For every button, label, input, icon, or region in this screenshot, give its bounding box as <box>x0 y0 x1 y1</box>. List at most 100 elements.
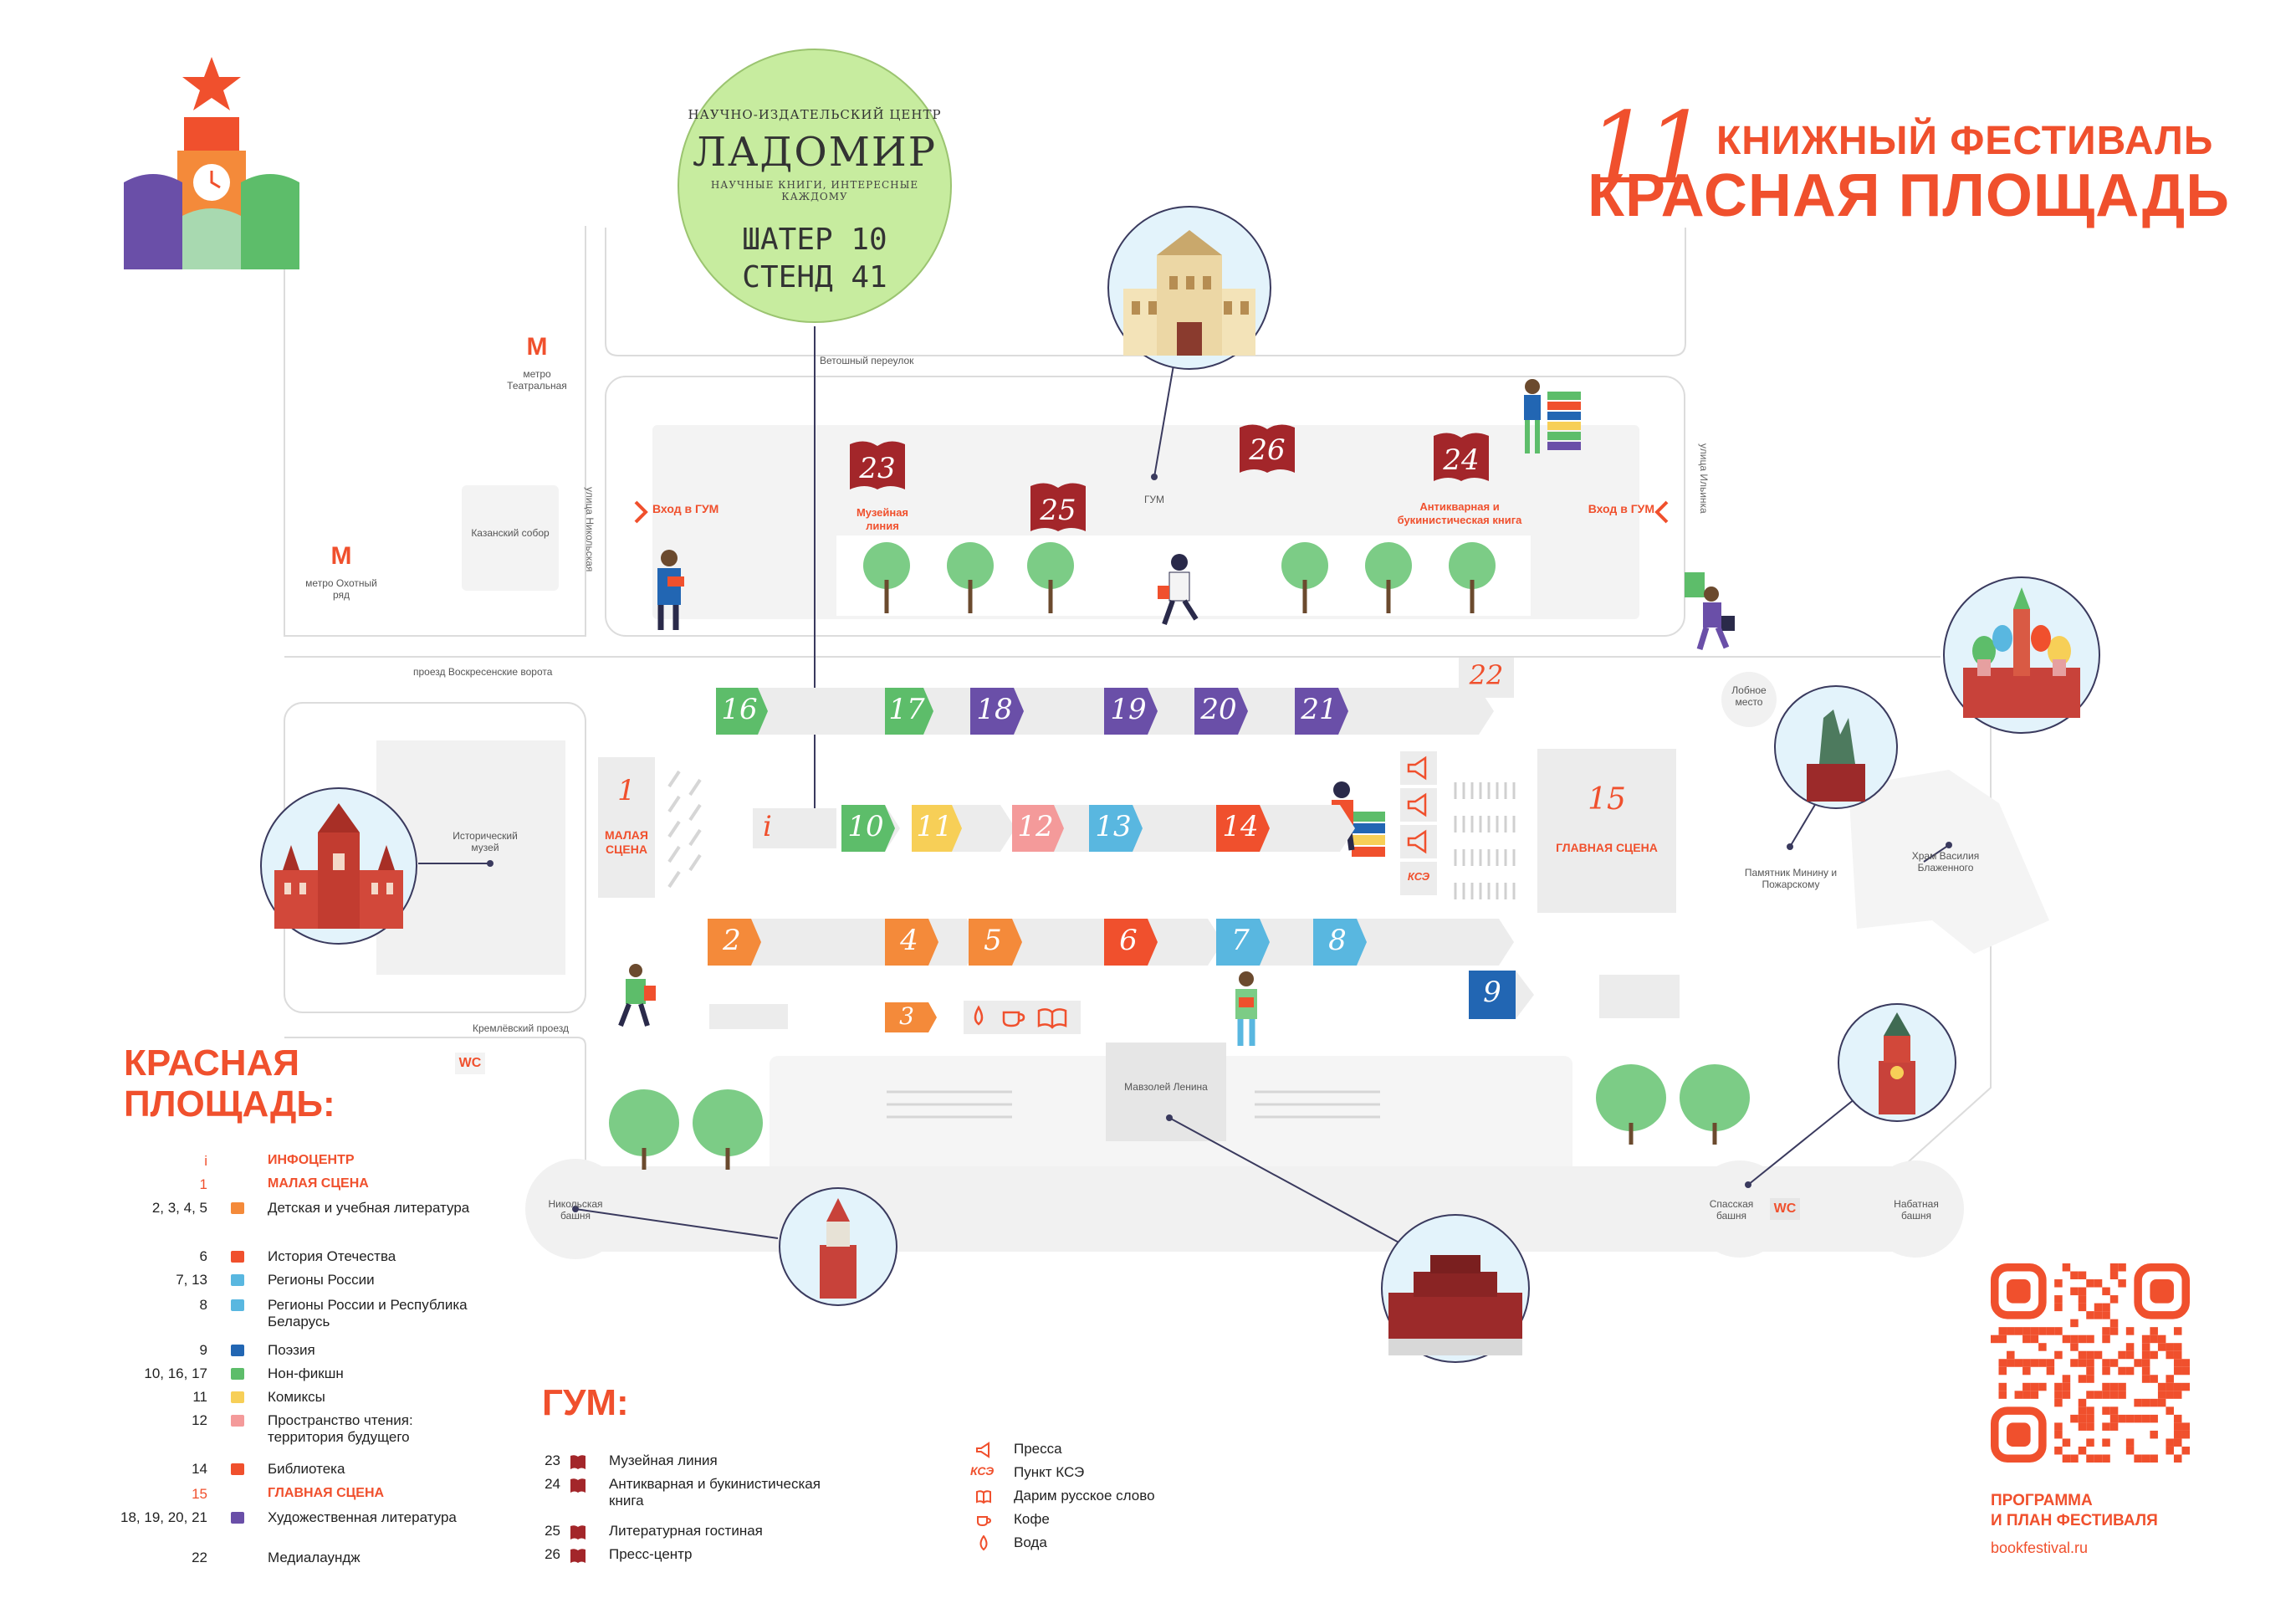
press-icons-column <box>1400 751 1437 895</box>
gum-legend-title: ГУМ: <box>542 1382 629 1423</box>
legend-swatch <box>231 1299 244 1311</box>
tent-4[interactable]: 4 <box>900 924 918 957</box>
service-text: Пресса <box>1014 1441 1062 1457</box>
legend-number: 12 <box>192 1412 207 1428</box>
seats-left <box>887 1090 1380 1119</box>
main-stage-number: 15 <box>1588 782 1626 817</box>
legend-title: КРАСНАЯ ПЛОЩАДЬ: <box>124 1043 335 1125</box>
walker-figure <box>1685 572 1735 651</box>
legend-swatch <box>231 1251 244 1263</box>
child-figure <box>618 964 656 1027</box>
book-icon <box>1037 1008 1067 1029</box>
label-entry-gum-left: Вход в ГУМ <box>652 502 719 515</box>
tent-strip <box>1295 688 1494 735</box>
label-vetoshny: Ветошный переулок <box>820 355 914 366</box>
gum-legend-number: 23 <box>545 1452 560 1468</box>
tent-2[interactable]: 2 <box>723 924 741 957</box>
sign-stand: СТЕНД 41 <box>742 260 887 295</box>
service-icons-row <box>964 1001 1081 1034</box>
tent-strip <box>708 919 910 966</box>
callout-line-nikolskaya <box>575 1208 779 1239</box>
tent-12[interactable]: 12 <box>1017 810 1054 843</box>
tent-10[interactable]: 10 <box>847 810 884 843</box>
wc-badge-left: WC <box>455 1053 485 1074</box>
tent-6[interactable]: 6 <box>1119 924 1138 957</box>
legend-swatch <box>231 1274 244 1286</box>
callout-line-mausoleum <box>1168 1117 1423 1256</box>
legend-text: Регионы России <box>268 1272 375 1288</box>
nikolskaya-tower-illustration <box>779 1187 897 1306</box>
trees-left <box>609 1089 763 1170</box>
label-voskr: проезд Воскресенские ворота <box>413 666 553 678</box>
service-text: Дарим русское слово <box>1014 1488 1155 1504</box>
tent-20[interactable]: 20 <box>1200 693 1237 726</box>
minin-monument-illustration <box>1774 685 1898 809</box>
label-kazan: Казанский собор <box>471 527 550 539</box>
label-ilyinka-street: улица Ильинка <box>1698 443 1710 514</box>
spasskaya-tower-illustration <box>1838 1003 1956 1122</box>
tent-strip <box>1194 688 1313 735</box>
tent-3[interactable]: 3 <box>899 1002 914 1030</box>
tent-9-strip <box>1469 971 1534 1019</box>
legend-text: Комиксы <box>268 1389 325 1405</box>
qr-code[interactable] <box>1991 1263 2190 1463</box>
tent-13[interactable]: 13 <box>1095 810 1132 843</box>
tent-8[interactable]: 8 <box>1328 924 1347 957</box>
vasily-area <box>1849 770 2049 954</box>
gum-trees <box>863 542 1496 613</box>
qr-caption: ПРОГРАММА И ПЛАН ФЕСТИВАЛЯ <box>1991 1491 2158 1531</box>
tent-11[interactable]: 11 <box>916 810 953 843</box>
label-small-stage: МАЛАЯ СЦЕНА <box>605 828 648 856</box>
sign-tent: ШАТЕР 10 <box>742 223 887 257</box>
reader-figure <box>657 550 684 630</box>
legend-number: 22 <box>192 1550 207 1565</box>
tent-19[interactable]: 19 <box>1110 693 1147 726</box>
legend-number: 9 <box>199 1342 207 1358</box>
legend-text: Поэзия <box>268 1342 315 1358</box>
tent-25[interactable]: 25 <box>1040 494 1076 527</box>
tent-24[interactable]: 24 <box>1443 443 1480 477</box>
info-center-bg <box>753 808 836 848</box>
tent-5[interactable]: 5 <box>984 924 1002 957</box>
tent-18[interactable]: 18 <box>976 693 1013 726</box>
legend-number: 11 <box>192 1389 207 1405</box>
festival-number: 11 <box>1588 90 1708 206</box>
publisher-sign: НАУЧНО-ИЗДАТЕЛЬСКИЙ ЦЕНТР ЛАДОМИР НАУЧНЫ… <box>678 49 952 323</box>
legend-text: ГЛАВНАЯ СЦЕНА <box>268 1486 385 1500</box>
label-hist-museum: Исторический музей <box>453 830 518 854</box>
info-center-marker[interactable]: i <box>763 810 772 843</box>
tent-14[interactable]: 14 <box>1222 810 1259 843</box>
tent-17[interactable]: 17 <box>888 693 925 726</box>
tent-strip <box>1313 919 1514 966</box>
sign-subtitle: НАУЧНО-ИЗДАТЕЛЬСКИЙ ЦЕНТР <box>688 107 942 122</box>
gum-legend-text: Антикварная и букинистическая книга <box>609 1476 821 1509</box>
tent-22[interactable]: 22 <box>1469 659 1504 691</box>
qr-url[interactable]: bookfestival.ru <box>1991 1539 2089 1556</box>
callout-line-vasily <box>1923 844 1950 863</box>
books-stack-figure <box>1524 379 1581 453</box>
gum-tent-icon <box>570 1549 586 1563</box>
gum-legend-text: Музейная линия <box>609 1452 718 1468</box>
gum-illustration <box>1107 206 1271 370</box>
tent-23-icon <box>850 441 905 489</box>
spasskaya-tower-base <box>1691 1160 1788 1258</box>
tent-21[interactable]: 21 <box>1301 693 1337 726</box>
tent-23[interactable]: 23 <box>859 452 896 485</box>
festival-title-line1: КНИЖНЫЙ ФЕСТИВАЛЬ <box>1716 119 2214 163</box>
tent-26[interactable]: 26 <box>1249 433 1286 467</box>
label-spasskaya: Спасская башня <box>1709 1198 1754 1222</box>
legend-text: Библиотека <box>268 1461 345 1477</box>
tent-25-icon <box>1030 483 1086 531</box>
label-metro-teatr: метро Театральная <box>507 368 567 392</box>
tent-16[interactable]: 16 <box>721 693 758 726</box>
legend-swatch <box>231 1415 244 1427</box>
tent-9[interactable]: 9 <box>1483 976 1501 1009</box>
tent-7[interactable]: 7 <box>1231 924 1250 957</box>
grey-block <box>1599 975 1680 1018</box>
metro-teatr-icon: М <box>526 333 548 361</box>
gum-legend-number: 25 <box>545 1523 560 1539</box>
gum-legend-number: 26 <box>545 1546 560 1562</box>
legend-number: 14 <box>192 1461 207 1477</box>
legend-number: 8 <box>199 1297 207 1313</box>
gum-tent-icon <box>570 1478 586 1493</box>
